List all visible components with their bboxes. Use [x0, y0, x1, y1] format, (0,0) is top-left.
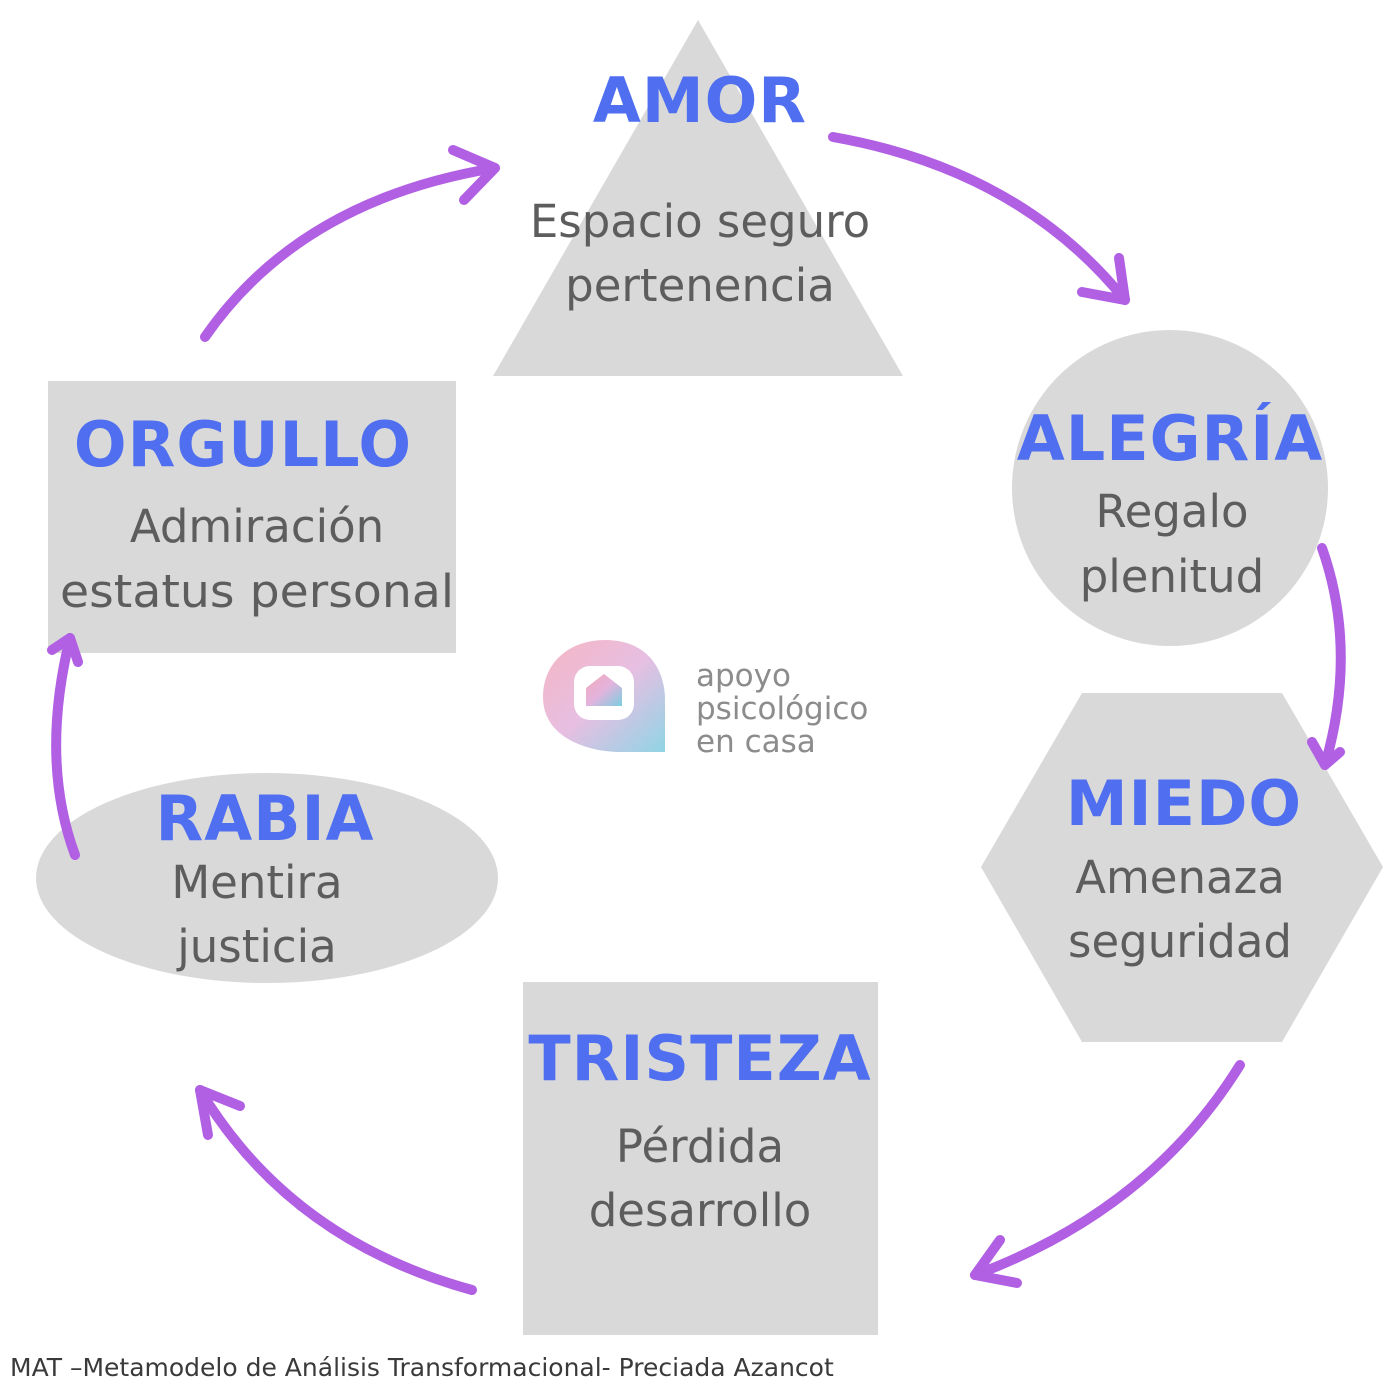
arrow-alegria-to-miedo — [1307, 543, 1346, 770]
node-alegria-line2: plenitud — [1080, 550, 1265, 603]
node-tristeza-title: TRISTEZA — [528, 1022, 871, 1095]
node-amor: AMOR Espacio seguro pertenencia — [493, 20, 903, 376]
node-alegria-title: ALEGRÍA — [1017, 402, 1324, 475]
house-icon — [586, 674, 622, 706]
node-miedo: MIEDO Amenaza seguridad — [981, 693, 1383, 1042]
logo-text-line3: en casa — [696, 724, 816, 760]
rectangle-shape — [48, 381, 456, 653]
logo: apoyo psicológico en casa — [543, 640, 868, 760]
node-rabia-line1: Mentira — [171, 856, 342, 909]
logo-text-line1: apoyo — [696, 658, 791, 694]
arrow-tristeza-to-rabia — [195, 1085, 477, 1295]
logo-text-line2: psicológico — [696, 691, 868, 727]
node-alegria-line1: Regalo — [1095, 485, 1248, 538]
node-miedo-line1: Amenaza — [1075, 851, 1285, 904]
node-tristeza-line1: Pérdida — [616, 1120, 784, 1173]
circle-shape — [1012, 330, 1328, 646]
node-orgullo: ORGULLO Admiración estatus personal — [48, 381, 456, 653]
ellipse-shape — [36, 773, 498, 983]
arrow-amor-to-alegria — [828, 132, 1130, 305]
node-amor-line2: pertenencia — [565, 259, 835, 312]
node-rabia-title: RABIA — [155, 782, 374, 855]
node-alegria: ALEGRÍA Regalo plenitud — [1012, 330, 1328, 646]
node-miedo-title: MIEDO — [1066, 767, 1302, 840]
node-orgullo-line2: estatus personal — [60, 565, 454, 618]
arrow-rabia-to-orgullo — [47, 633, 83, 860]
node-orgullo-line1: Admiración — [130, 500, 384, 553]
node-tristeza: TRISTEZA Pérdida desarrollo — [523, 982, 878, 1335]
hexagon-shape — [981, 693, 1383, 1042]
arrow-orgullo-to-amor — [200, 145, 500, 342]
node-rabia: RABIA Mentira justicia — [36, 773, 498, 983]
square-shape — [523, 982, 878, 1335]
node-amor-line1: Espacio seguro — [530, 195, 870, 248]
triangle-shape — [493, 20, 903, 376]
node-orgullo-title: ORGULLO — [74, 408, 412, 481]
node-miedo-line2: seguridad — [1068, 915, 1292, 968]
node-tristeza-line2: desarrollo — [589, 1184, 812, 1237]
node-amor-title: AMOR — [593, 64, 807, 137]
caption: MAT –Metamodelo de Análisis Transformaci… — [10, 1353, 834, 1382]
node-rabia-line2: justicia — [176, 920, 336, 973]
cycle-arrows — [47, 132, 1346, 1295]
arrow-miedo-to-tristeza — [970, 1060, 1245, 1288]
